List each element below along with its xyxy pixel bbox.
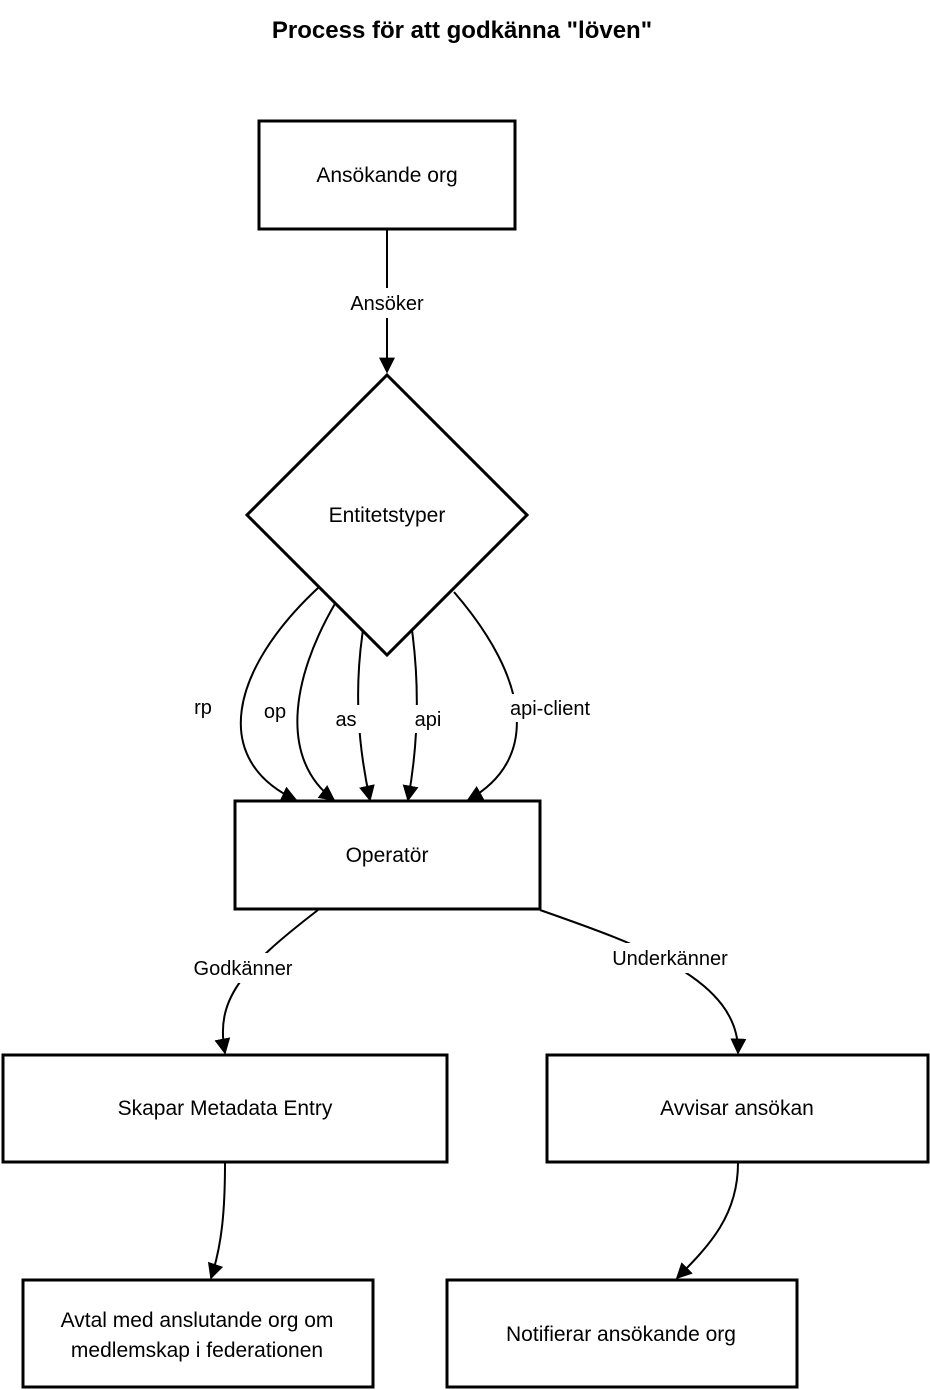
node-agreement-line2: medlemskap i federationen [71,1339,323,1362]
edge-label-api: api [415,709,442,731]
edge-label-op: op [264,701,286,723]
edge-rp [239,587,319,802]
edge-rejects [539,909,747,1055]
edge-label-bg-as [330,705,362,733]
node-create-entry: Skapar Metadata Entry [118,1097,333,1120]
edge-label-api-client: api-client [510,698,590,720]
node-entity-types-diamond [244,372,530,658]
edge-label-bg-applies [340,288,434,318]
edge-label-approves: Godkänner [194,958,293,980]
node-applicant: Ansökande org [316,164,457,187]
edge-label-rp: rp [194,697,212,719]
edge-reject-to-notify [675,1162,739,1280]
node-create-entry-box [1,1053,449,1164]
node-notify: Notifierar ansökande org [506,1323,736,1346]
node-applicant-box [257,119,517,231]
edge-approves [214,909,319,1055]
edge-op [296,601,337,801]
node-operator: Operatör [346,844,429,867]
diagram-title: Process för att godkänna "löven" [272,17,652,44]
node-agreement-line1: Avtal med anslutande org om [61,1309,334,1332]
edge-label-as: as [335,709,356,731]
node-reject-box [545,1053,930,1164]
edge-label-bg-approves [184,953,302,983]
edge-label-bg-api-client [502,694,598,722]
edge-label-bg-rp [188,693,218,721]
edge-label-bg-op [258,697,292,725]
node-notify-box [445,1278,799,1389]
edge-entry-to-agreement [207,1162,226,1280]
node-operator-box [233,799,542,911]
edge-label-bg-rejects [600,943,740,973]
node-entity-types: Entitetstyper [329,504,446,527]
node-agreement-box [21,1278,375,1389]
node-reject: Avvisar ansökan [660,1097,814,1120]
edge-label-rejects: Underkänner [612,948,728,970]
edge-label-bg-api [408,705,448,733]
edge-label-applies: Ansöker [350,293,424,315]
